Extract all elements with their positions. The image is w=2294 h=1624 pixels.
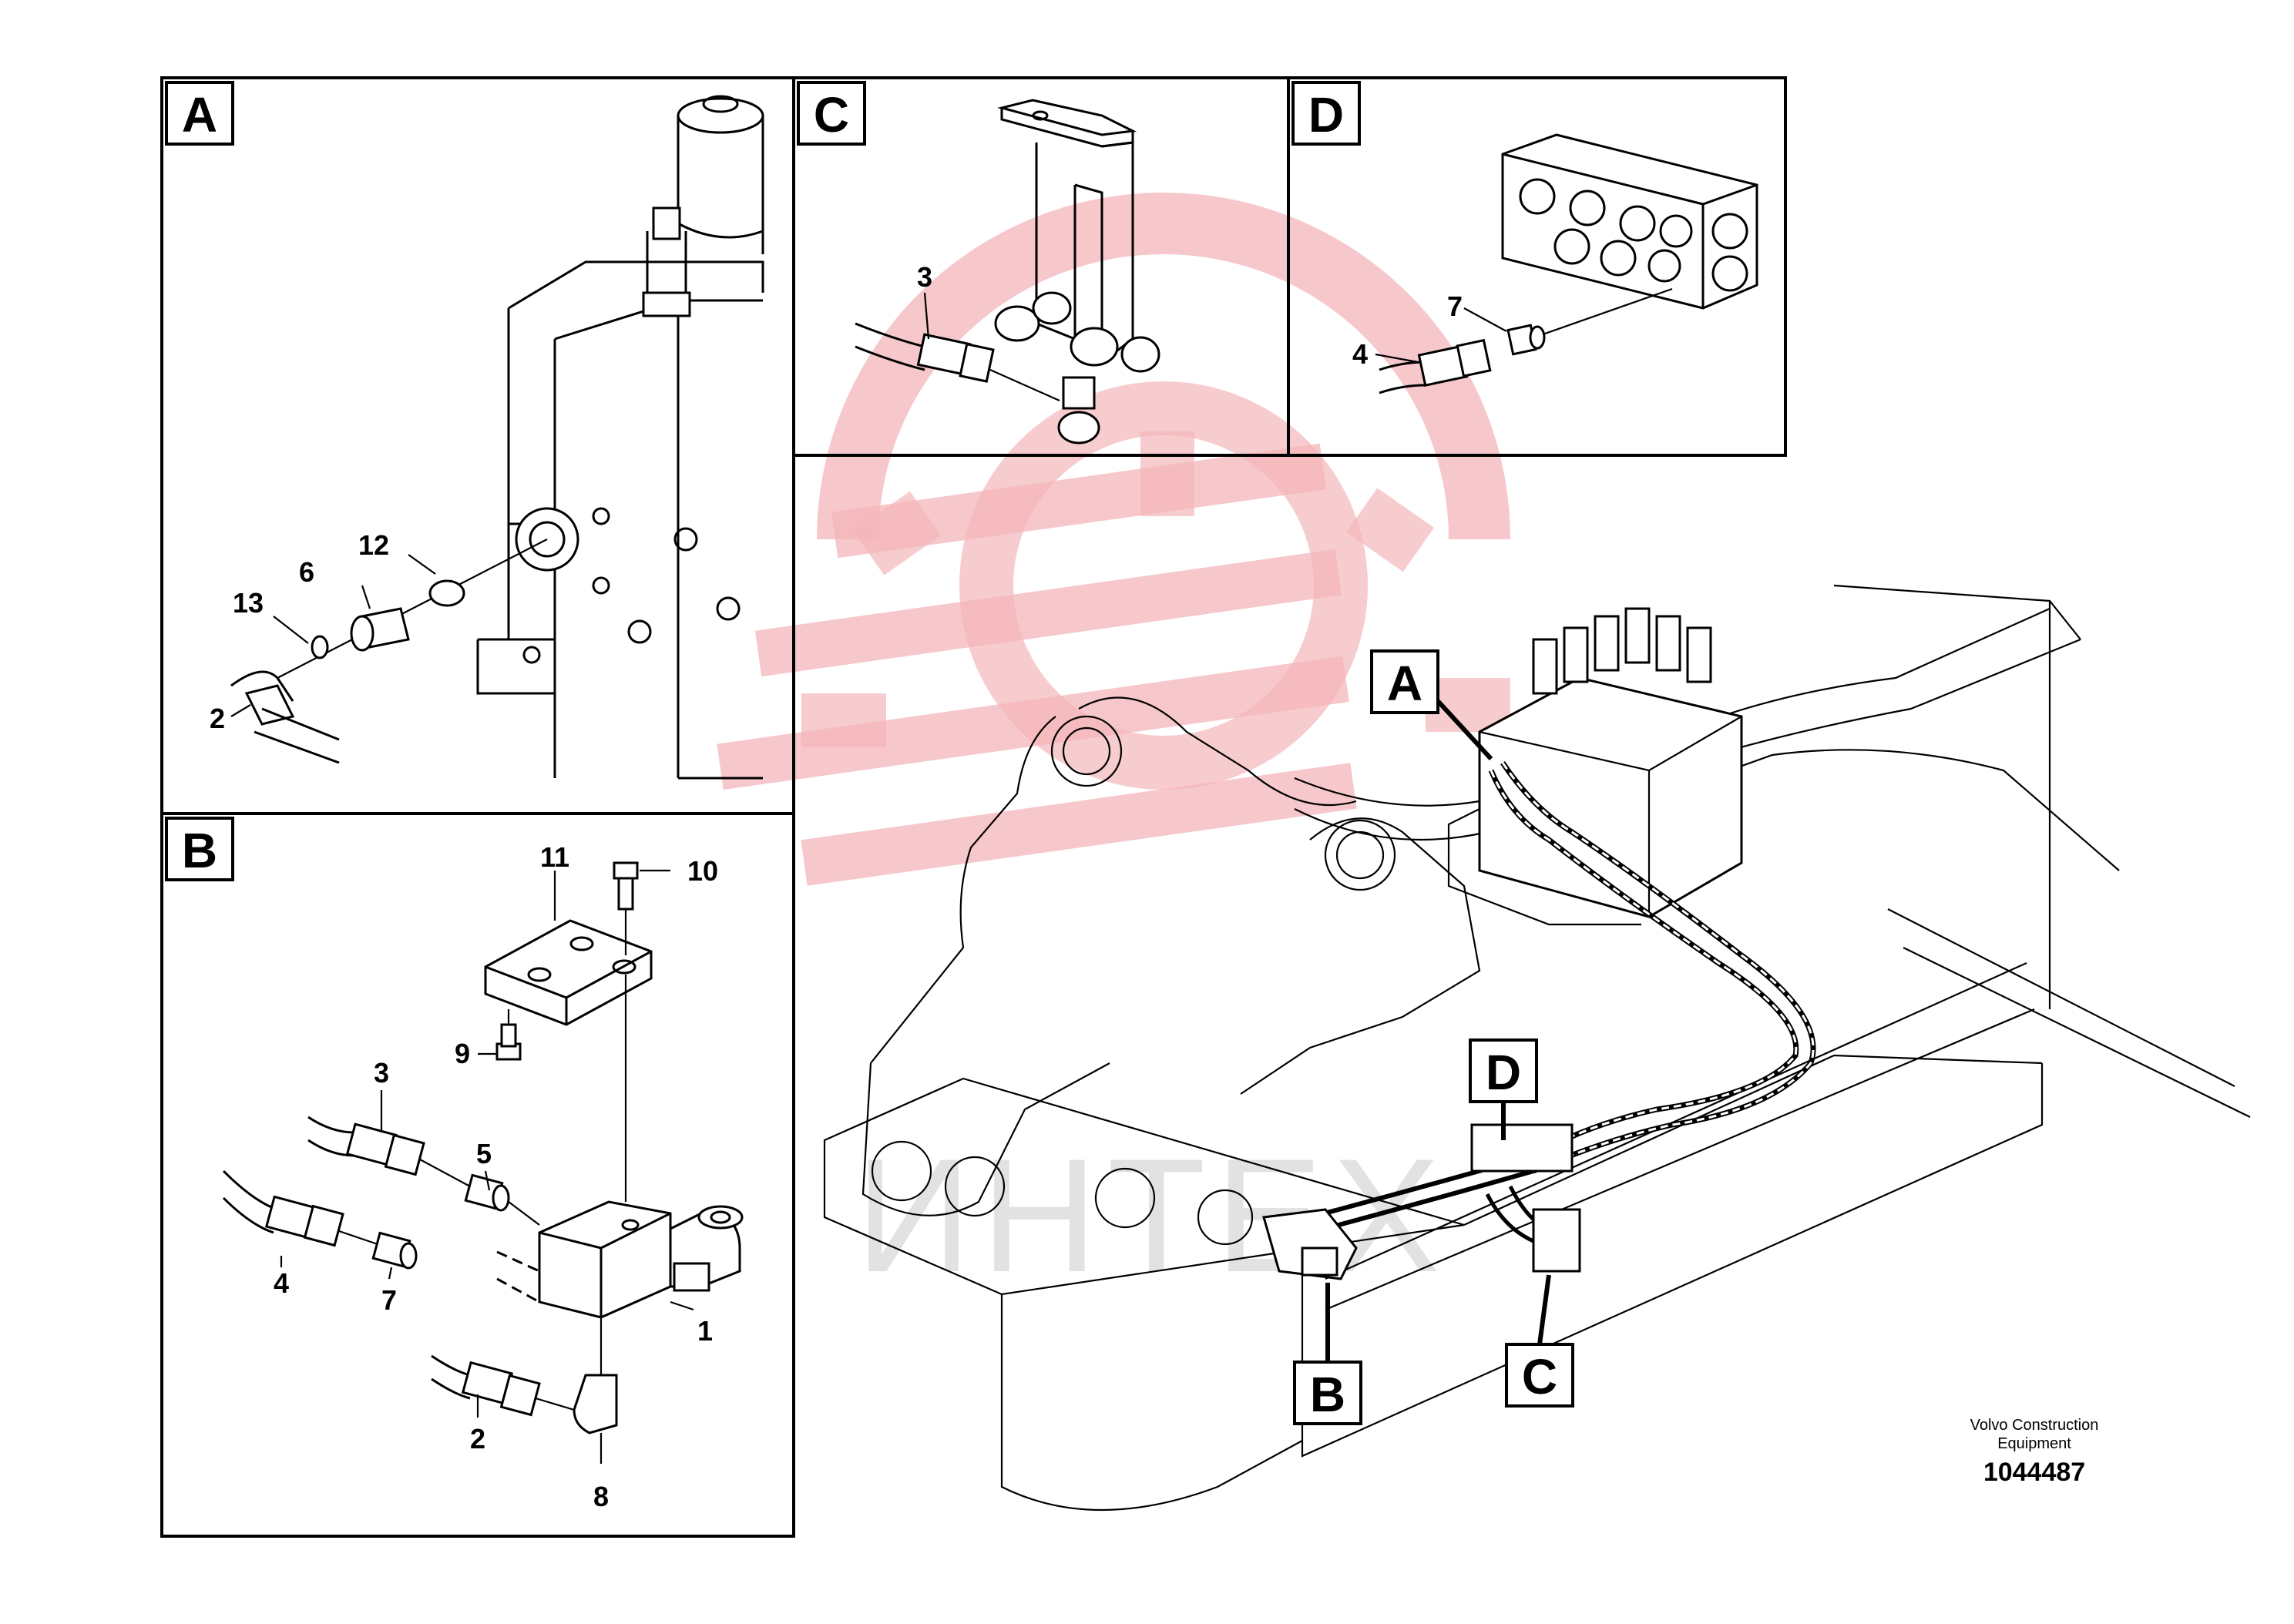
svg-text:C: C (1522, 1349, 1557, 1404)
svg-text:13: 13 (233, 587, 264, 619)
panel-b-letter: B (165, 817, 234, 881)
main-assembly-view (823, 584, 2251, 1512)
panel-c-drawing (855, 99, 1160, 445)
svg-text:A: A (1387, 656, 1422, 711)
panel-a-letter: A (165, 81, 234, 146)
panel-c-letter: C (797, 81, 866, 146)
marker-a: A (1370, 649, 1493, 761)
svg-text:D: D (1308, 87, 1344, 143)
svg-text:B: B (1310, 1367, 1345, 1422)
panel-frames (160, 76, 1787, 1538)
svg-text:B: B (182, 823, 217, 878)
panel-d-callouts: 7 4 (1352, 290, 1463, 370)
svg-text:12: 12 (358, 529, 389, 561)
marker-b: B (1293, 1283, 1362, 1425)
panel-b-callouts: 11 10 9 3 5 4 7 1 2 8 (274, 841, 718, 1512)
svg-text:11: 11 (540, 841, 569, 873)
svg-text:8: 8 (593, 1481, 609, 1512)
svg-text:9: 9 (455, 1038, 470, 1069)
svg-text:5: 5 (476, 1138, 492, 1169)
svg-text:2: 2 (470, 1423, 485, 1455)
svg-text:4: 4 (274, 1267, 289, 1299)
watermark-text: ИНТЕХ (855, 1125, 1449, 1306)
panel-c-callouts: 3 (917, 261, 932, 293)
svg-text:10: 10 (687, 855, 718, 887)
panel-a-drawing (230, 95, 764, 780)
panel-d-letter: D (1291, 81, 1361, 146)
company-line-1: Volvo Construction (1970, 1417, 2099, 1434)
company-line-2: Equipment (1997, 1435, 2071, 1452)
svg-text:4: 4 (1352, 338, 1368, 370)
svg-text:D: D (1486, 1045, 1521, 1100)
marker-c: C (1505, 1274, 1574, 1408)
svg-text:C: C (814, 87, 849, 143)
panel-a-callouts: 12 6 13 2 (210, 529, 389, 734)
svg-text:7: 7 (1447, 290, 1463, 322)
company-name: Volvo Construction Equipment (1950, 1416, 2119, 1453)
svg-text:6: 6 (299, 556, 314, 588)
svg-text:3: 3 (374, 1057, 389, 1089)
svg-text:2: 2 (210, 703, 225, 734)
svg-text:A: A (182, 87, 217, 143)
svg-text:3: 3 (917, 261, 932, 293)
svg-text:1: 1 (697, 1315, 713, 1347)
drawing-number: 1044487 (1983, 1458, 2086, 1487)
svg-text:7: 7 (381, 1284, 397, 1316)
watermark-logo: ИНТЕХ (717, 193, 1510, 1306)
panel-b-drawing (222, 861, 744, 1464)
panel-d-drawing (1375, 133, 1758, 394)
marker-d: D (1469, 1038, 1538, 1140)
